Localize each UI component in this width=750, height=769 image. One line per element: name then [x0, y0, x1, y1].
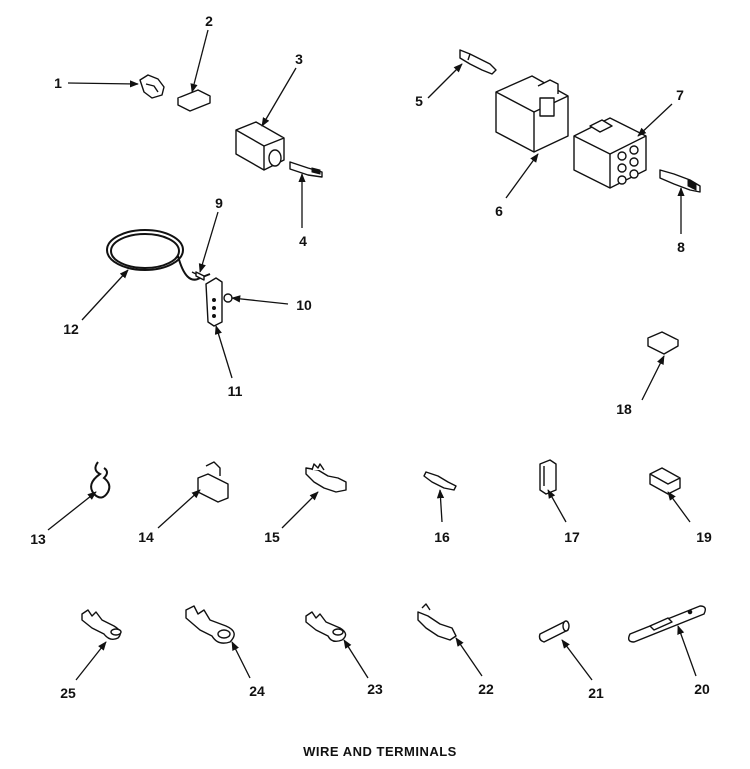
- callout-2: 2: [205, 13, 213, 29]
- part-17-terminal: [539, 459, 557, 495]
- callout-22: 22: [478, 681, 494, 697]
- callout-8: 8: [677, 239, 685, 255]
- part-21-splice: [538, 620, 570, 643]
- callout-3: 3: [295, 51, 303, 67]
- part-13-wire-clip: [90, 461, 111, 499]
- part-18-clip: [647, 331, 679, 355]
- callout-20: 20: [694, 681, 710, 697]
- callout-1: 1: [54, 75, 62, 91]
- callout-11: 11: [228, 383, 243, 399]
- diagram-caption: WIRE AND TERMINALS: [303, 744, 457, 759]
- part-3-connector-housing: [235, 121, 285, 171]
- callout-19: 19: [696, 529, 712, 545]
- callout-5: 5: [415, 93, 423, 109]
- part-5-terminal: [459, 49, 497, 75]
- callout-14: 14: [138, 529, 154, 545]
- part-7-connector-housing: [573, 117, 647, 189]
- part-19-connector: [649, 467, 681, 495]
- part-12-wire: [106, 229, 211, 281]
- part-16-terminal: [423, 471, 457, 491]
- part-1-terminal: [139, 74, 165, 99]
- part-23-ring-terminal: [305, 611, 347, 643]
- part-15-terminal: [305, 463, 347, 493]
- part-2-insulator: [177, 89, 211, 112]
- callout-18: 18: [616, 401, 632, 417]
- part-11-bracket: [205, 277, 223, 327]
- callout-25: 25: [60, 685, 76, 701]
- callout-12: 12: [63, 321, 79, 337]
- callout-15: 15: [264, 529, 280, 545]
- part-25-ring-terminal: [81, 609, 122, 641]
- part-4-pin-terminal: [289, 161, 323, 178]
- callout-10: 10: [296, 297, 312, 313]
- callout-24: 24: [249, 683, 265, 699]
- leader-lines: [47, 29, 697, 681]
- part-14-clamp: [197, 461, 229, 503]
- callout-17: 17: [564, 529, 580, 545]
- part-9-screw: [191, 271, 205, 281]
- part-10-washer: [223, 293, 233, 303]
- part-6-connector-housing: [495, 75, 569, 153]
- callout-21: 21: [588, 685, 604, 701]
- callout-7: 7: [676, 87, 684, 103]
- callout-23: 23: [367, 681, 383, 697]
- part-8-terminal: [659, 169, 701, 193]
- callout-6: 6: [495, 203, 503, 219]
- callout-16: 16: [434, 529, 450, 545]
- part-20-bracket: [627, 605, 707, 643]
- part-24-ring-terminal: [185, 605, 235, 644]
- callout-4: 4: [299, 233, 307, 249]
- part-22-terminal: [417, 603, 457, 641]
- callout-13: 13: [30, 531, 46, 547]
- callout-9: 9: [215, 195, 223, 211]
